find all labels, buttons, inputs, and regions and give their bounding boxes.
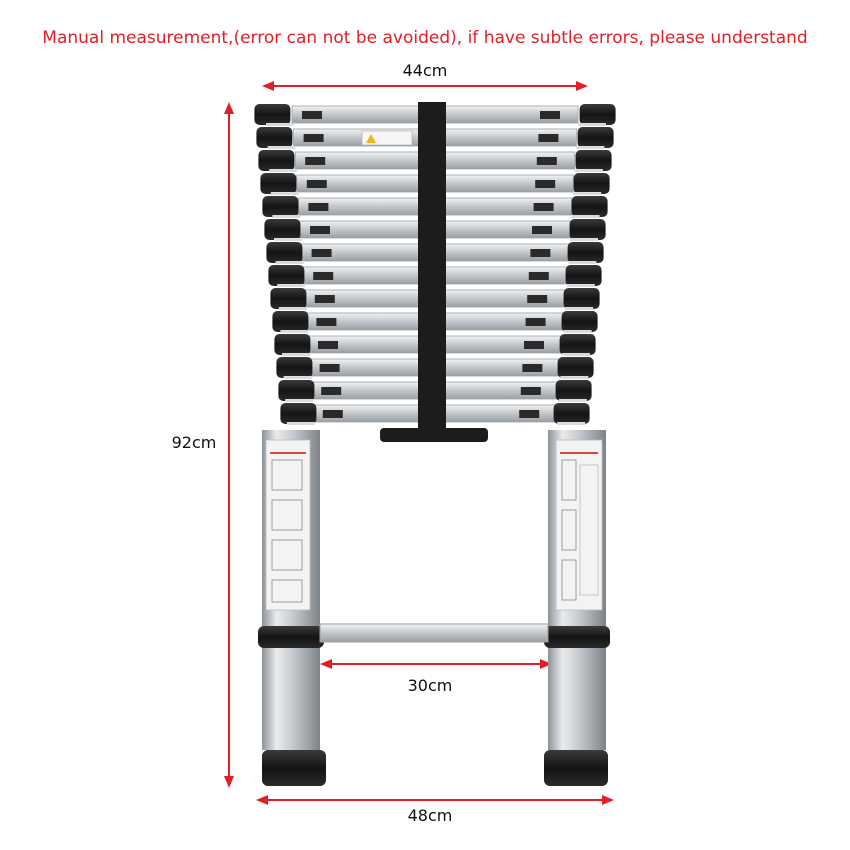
caption-text: Manual measurement,(error can not be avo… xyxy=(42,28,808,48)
bottom-rung xyxy=(319,623,549,643)
bottom-width-label: 48cm xyxy=(407,806,453,825)
right-leg xyxy=(544,430,610,786)
top-width-label: 44cm xyxy=(402,61,448,80)
height-label: 92cm xyxy=(171,433,217,452)
height-arrow xyxy=(224,102,234,788)
left-leg xyxy=(258,430,326,786)
top-width-arrow xyxy=(262,81,588,91)
inner-width-label: 30cm xyxy=(407,676,453,695)
warning-triangle-icon xyxy=(366,134,376,143)
inner-width-arrow xyxy=(320,659,552,669)
strap xyxy=(418,102,446,432)
bottom-width-arrow xyxy=(256,795,614,805)
rung-stack xyxy=(254,104,616,425)
strap-buckle xyxy=(380,428,488,442)
